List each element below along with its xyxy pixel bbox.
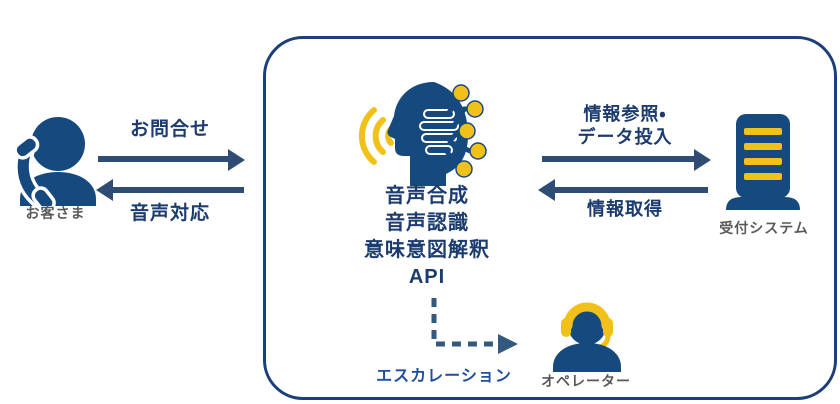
escalation-arrow-icon [431,298,518,354]
reference-label-line1: 情報参照・ [583,104,667,124]
customer-label: お客さま [25,205,86,221]
inquiry-arrow-shaft [98,156,228,162]
ai-core-line-speech-synthesis: 音声合成 [385,185,469,207]
ai-service-box [263,36,837,400]
ai-core-line-intent-interpretation: 意味意図解釈 [364,239,490,261]
operator-label: オペレーター [541,373,631,389]
ai-core-line-api: API [408,266,446,288]
circuit-nodes-icon [452,84,487,178]
operator-icon [553,302,621,372]
inquiry-arrow-right-icon [228,149,245,171]
info-fetch-label: 情報取得 [587,199,663,219]
fetch-arrow-shaft [555,187,708,193]
customer-icon [13,117,96,206]
reference-label-line2: データ投入 [577,127,673,147]
sound-waves-icon [358,107,394,165]
escalation-label: エスカレーション [376,368,512,385]
voice-response-label: 音声対応 [129,203,210,224]
server-slots-icon [744,128,782,180]
ai-head-icon [358,82,487,186]
response-arrow-shaft [113,187,244,193]
server-icon [726,114,800,210]
fetch-arrow-left-icon [538,179,555,201]
ai-core-text: 音声合成 音声認識 意味意図解釈 API [347,183,507,291]
reference-arrow-shaft [542,156,694,162]
phone-handset-icon [13,135,56,206]
circuit-icon [419,84,487,178]
system-label: 受付システム [719,220,809,236]
reference-label: 情報参照・ データ投入 [542,103,708,149]
inquiry-label: お問合せ [129,119,210,140]
response-arrow-left-icon [96,179,113,201]
reference-arrow-right-icon [694,149,711,171]
ai-core-line-speech-recognition: 音声認識 [385,212,469,234]
